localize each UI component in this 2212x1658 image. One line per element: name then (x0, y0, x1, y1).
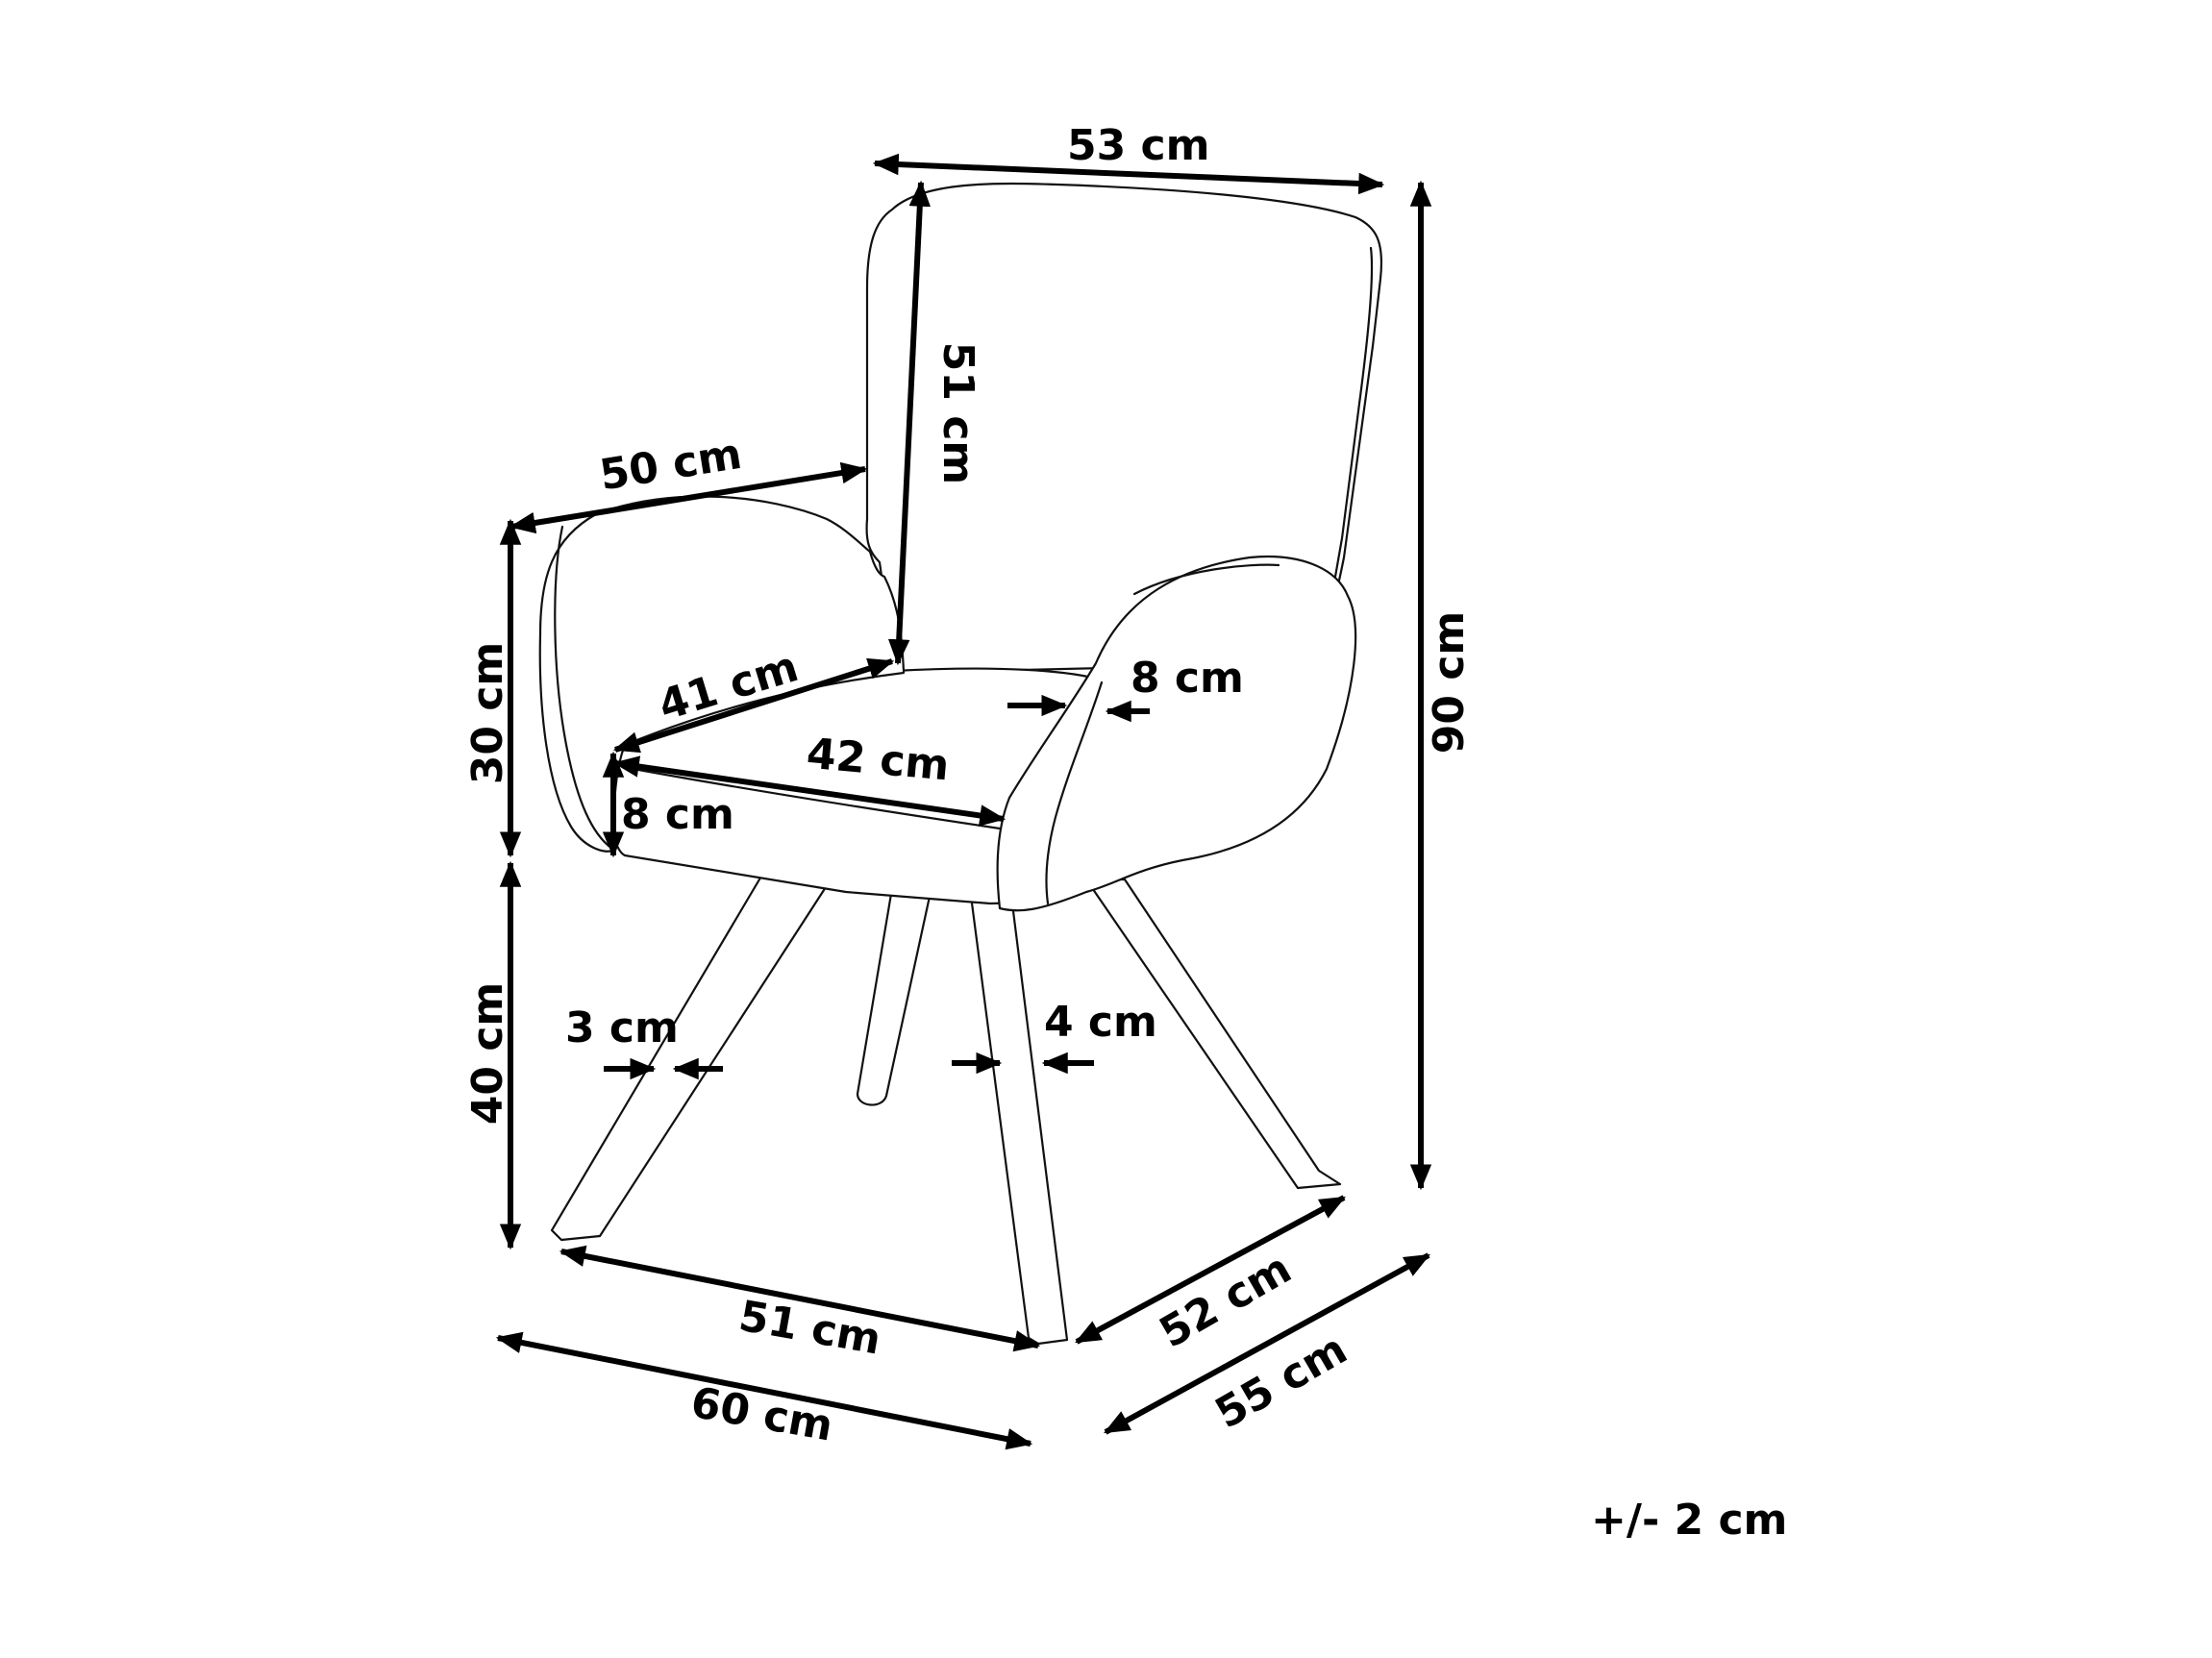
label-seat-height: 40 cm (463, 982, 512, 1125)
chair-drawing (538, 182, 1382, 1346)
dimension-lines (495, 153, 1432, 1450)
label-backrest-height: 51 cm (933, 342, 982, 484)
dim-line-51-back (887, 180, 932, 666)
label-total-height: 90 cm (1425, 611, 1474, 754)
armrest-right (996, 556, 1357, 912)
dimension-labels: 53 cm 90 cm 51 cm 50 cm 30 cm 41 cm 42 c… (463, 121, 1787, 1545)
dim-line-50 (509, 461, 868, 534)
label-front-leg-span: 51 cm (735, 1292, 884, 1365)
dim-line-60 (495, 1331, 1033, 1450)
tolerance-note: +/- 2 cm (1591, 1496, 1787, 1545)
rear-leg-left (856, 886, 932, 1106)
armrest-right-inner-seam (1045, 681, 1104, 905)
label-armrest-thickness: 8 cm (1131, 654, 1244, 703)
front-leg-right (969, 894, 1069, 1346)
dim-line-55 (1104, 1252, 1430, 1435)
label-front-leg-thickness: 3 cm (565, 1003, 679, 1052)
label-overall-width: 60 cm (687, 1378, 836, 1451)
dim-line-53 (872, 153, 1385, 195)
label-leg-thickness: 4 cm (1044, 998, 1157, 1047)
label-backrest-width: 53 cm (1067, 121, 1209, 170)
backrest-side-seam (1327, 246, 1374, 617)
armrest-left-seam (554, 525, 617, 853)
armrest-right-top-seam (1132, 563, 1280, 596)
dim-line-42 (612, 755, 1007, 827)
dim-line-41 (612, 657, 895, 754)
label-seat-thickness: 8 cm (621, 790, 734, 839)
label-armrest-height: 30 cm (463, 642, 512, 784)
label-overall-depth: 55 cm (1207, 1324, 1355, 1438)
dim-line-51-front (559, 1245, 1041, 1352)
